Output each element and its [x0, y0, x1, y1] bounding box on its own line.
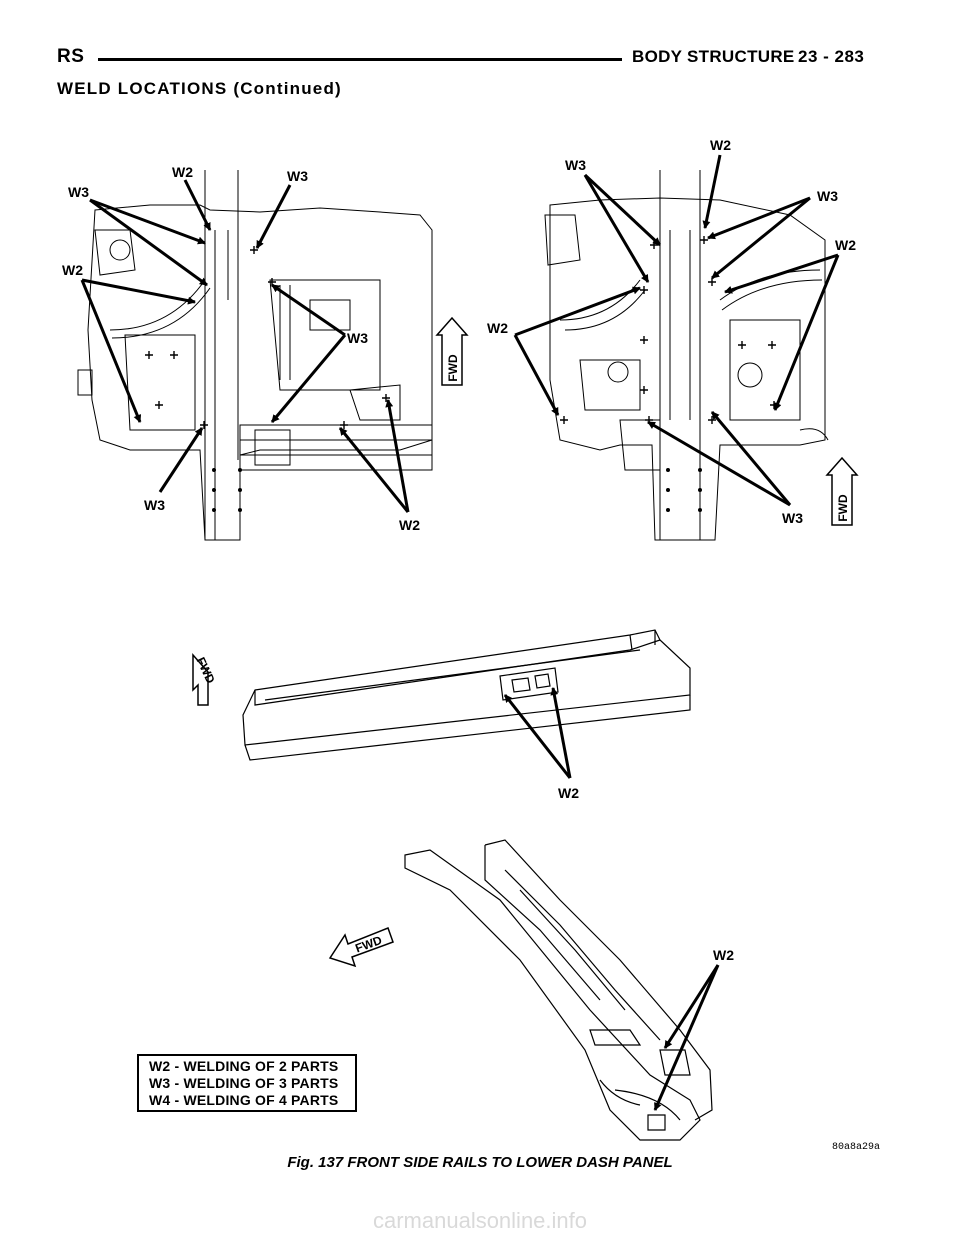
legend-item-w2: W2 - WELDING OF 2 PARTS [149, 1058, 339, 1074]
header-section-code: RS [57, 46, 85, 67]
view-2-fwd-label: FWD [836, 494, 850, 522]
view-2-label-w2-b: W2 [835, 237, 856, 253]
view-1-drawing [77, 170, 433, 541]
figure-caption: Fig. 137 FRONT SIDE RAILS TO LOWER DASH … [287, 1154, 673, 1171]
section-title: WELD LOCATIONS (Continued) [57, 79, 342, 98]
view-3-drawing [242, 629, 691, 761]
view-2-label-w2-c: W2 [487, 320, 508, 336]
weld-legend: W2 - WELDING OF 2 PARTS W3 - WELDING OF … [137, 1054, 357, 1112]
view-2-label-w3-a: W3 [565, 157, 586, 173]
watermark: carmanualsonline.info [372, 1208, 588, 1233]
view-2-arrows [513, 154, 840, 507]
header-rule [98, 58, 622, 61]
view-2-fwd-arrow: FWD [825, 456, 859, 526]
header-page-number: 23 - 283 [798, 47, 865, 66]
view-1-fwd-label: FWD [446, 354, 460, 382]
view-4-fwd-arrow: FWD [328, 927, 394, 968]
view-1-label-w3-c: W3 [347, 330, 368, 346]
view-1-label-w3-b: W3 [287, 168, 308, 184]
view-2-label-w3-c: W3 [782, 510, 803, 526]
view-1-label-w3-a: W3 [68, 184, 89, 200]
view-2-label-w3-b: W3 [817, 188, 838, 204]
figure-code: 80a8a29a [832, 1142, 881, 1153]
view-2-drawing [544, 170, 829, 541]
view-4-drawing [404, 839, 713, 1141]
view-3-label-w2: W2 [558, 785, 579, 801]
view-3-fwd-arrow: FWD [192, 653, 218, 706]
view-3-arrows [503, 687, 572, 779]
view-1-label-w2-c: W2 [399, 517, 420, 533]
legend-item-w3: W3 - WELDING OF 3 PARTS [149, 1075, 339, 1091]
view-4-label-w2: W2 [713, 947, 734, 963]
view-4-arrows [653, 964, 720, 1111]
legend-item-w4: W4 - WELDING OF 4 PARTS [149, 1092, 339, 1108]
view-4-fwd-label: FWD [353, 933, 384, 956]
view-1-label-w2-a: W2 [172, 164, 193, 180]
view-1-arrows [80, 179, 410, 513]
view-2-label-w2-a: W2 [710, 137, 731, 153]
view-1-label-w3-d: W3 [144, 497, 165, 513]
view-1-label-w2-b: W2 [62, 262, 83, 278]
header-title: BODY STRUCTURE [632, 47, 795, 66]
view-1-fwd-arrow: FWD [435, 316, 469, 386]
